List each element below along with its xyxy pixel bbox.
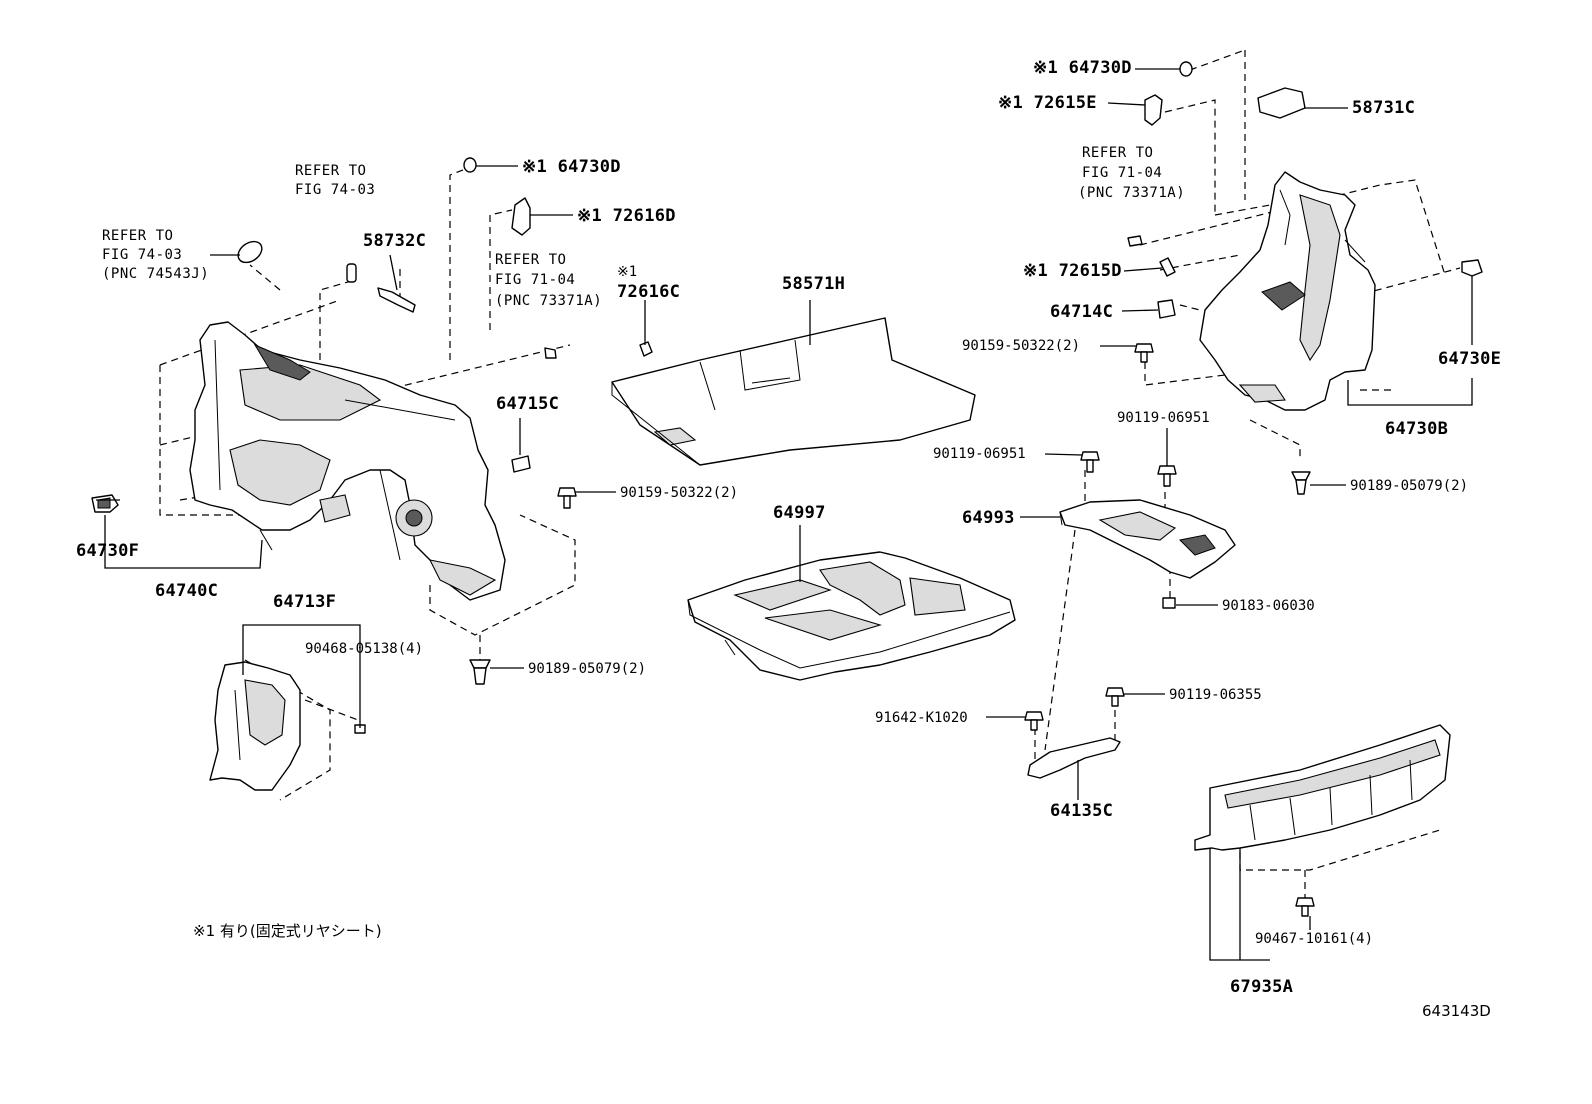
label-72616d: ※1 72616D	[577, 206, 676, 226]
screw-90119-06951-a	[1080, 451, 1100, 473]
ref-left-mid-line1: REFER TO	[495, 252, 566, 268]
label-90467: 90467-10161(4)	[1255, 931, 1373, 947]
clip-72615e	[1144, 94, 1163, 126]
clip-64730f	[91, 494, 119, 513]
label-90189-right: 90189-05079(2)	[1350, 478, 1468, 494]
jack-tray-64993	[1059, 499, 1236, 579]
label-64135c: 64135C	[1050, 801, 1113, 821]
label-67935a: 67935A	[1230, 977, 1293, 997]
bolt-91642	[1024, 711, 1044, 731]
grommet-74543j	[237, 240, 263, 264]
bracket-64715c	[511, 455, 531, 473]
clip-72616d	[511, 197, 531, 236]
left-small-parts	[91, 157, 653, 685]
cover-58571h-group	[611, 317, 976, 466]
label-72615d: ※1 72615D	[1023, 261, 1122, 281]
label-64730d-right: ※1 64730D	[1033, 58, 1132, 78]
label-90159-right: 90159-50322(2)	[962, 338, 1080, 354]
label-90119-06951-a: 90119-06951	[933, 446, 1026, 462]
label-90159-left: 90159-50322(2)	[620, 485, 738, 501]
ref-right-top-line1: REFER TO	[1082, 145, 1153, 161]
label-90183: 90183-06030	[1222, 598, 1315, 614]
label-64740c: 64740C	[155, 581, 218, 601]
clip-73371a-right	[1127, 235, 1143, 247]
panel-64713f-group	[209, 659, 366, 801]
ref-right-top-line3: (PNC 73371A)	[1078, 185, 1185, 201]
label-90119-06951-b: 90119-06951	[1117, 410, 1210, 426]
screw-90119-06951-b	[1157, 465, 1177, 487]
scuff-plate-group	[1194, 724, 1451, 917]
left-quarter-trim-group	[159, 167, 576, 665]
ref-left-outer-line1: REFER TO	[102, 228, 173, 244]
footnote: ※1 有り(固定式リヤシート)	[193, 922, 382, 940]
label-58731c: 58731C	[1352, 98, 1415, 118]
clip-72616c	[639, 341, 653, 357]
right-small-parts	[1127, 61, 1483, 495]
tray-64993-group	[1044, 451, 1236, 751]
diagram-id: 643143D	[1422, 1002, 1491, 1020]
label-58571h: 58571H	[782, 274, 845, 294]
right-quarter-trim-group	[1139, 49, 1461, 460]
clip-90467	[1295, 897, 1315, 917]
label-64730f: 64730F	[76, 541, 139, 561]
clip-90189-right	[1291, 471, 1311, 495]
label-58732c: 58732C	[363, 231, 426, 251]
ref-left-mid-line3: (PNC 73371A)	[495, 293, 602, 309]
leader-lines	[96, 68, 1473, 961]
screw-90159-right	[1134, 343, 1154, 363]
nut-90183	[1162, 597, 1176, 609]
cap-64730d-left	[463, 157, 477, 173]
bracket-64135c-group	[1024, 687, 1125, 779]
clip-73371a-left	[544, 347, 557, 359]
reference-notes: REFER TO FIG 74-03 (PNC 74543J) REFER TO…	[102, 145, 1185, 309]
clip-72615d	[1159, 257, 1176, 277]
label-72615e: ※1 72615E	[998, 93, 1097, 113]
label-64730e: 64730E	[1438, 349, 1501, 369]
cap-64730d-right	[1179, 61, 1193, 77]
label-72616c-mark: ※1	[617, 264, 637, 280]
bracket-64135c	[1027, 737, 1121, 779]
screw-90159-left	[557, 487, 577, 509]
clip-74-03	[346, 263, 357, 283]
tray-64997-group	[687, 551, 1016, 681]
deck-board-58571h	[611, 317, 976, 466]
label-90468: 90468-05138(4)	[305, 641, 423, 657]
bracket-58732c	[377, 287, 416, 313]
label-64714c: 64714C	[1050, 302, 1113, 322]
label-90119-06355: 90119-06355	[1169, 687, 1262, 703]
label-64730b: 64730B	[1385, 419, 1448, 439]
cap-58731c	[1257, 87, 1306, 119]
label-64713f: 64713F	[273, 592, 336, 612]
ref-left-outer-line3: (PNC 74543J)	[102, 266, 209, 282]
clip-64730e	[1461, 259, 1483, 277]
ref-left-outer-line2: FIG 74-03	[102, 247, 182, 263]
clip-90189-left	[469, 659, 491, 685]
label-64730d-left: ※1 64730D	[522, 157, 621, 177]
ref-right-top-line2: FIG 71-04	[1082, 165, 1162, 181]
part-number-labels: ※1 64730D ※1 72616D 58732C ※1 72616C 585…	[76, 58, 1501, 997]
label-64715c: 64715C	[496, 394, 559, 414]
ref-left-top-line1: REFER TO	[295, 163, 366, 179]
label-72616c: 72616C	[617, 282, 680, 302]
plate-64714c	[1157, 299, 1176, 319]
label-91642: 91642-K1020	[875, 710, 968, 726]
ref-left-top-line2: FIG 74-03	[295, 182, 375, 198]
bolt-90119-06355	[1105, 687, 1125, 707]
ref-left-mid-line2: FIG 71-04	[495, 272, 575, 288]
label-90189-left: 90189-05079(2)	[528, 661, 646, 677]
label-64993: 64993	[962, 508, 1015, 528]
label-64997: 64997	[773, 503, 826, 523]
